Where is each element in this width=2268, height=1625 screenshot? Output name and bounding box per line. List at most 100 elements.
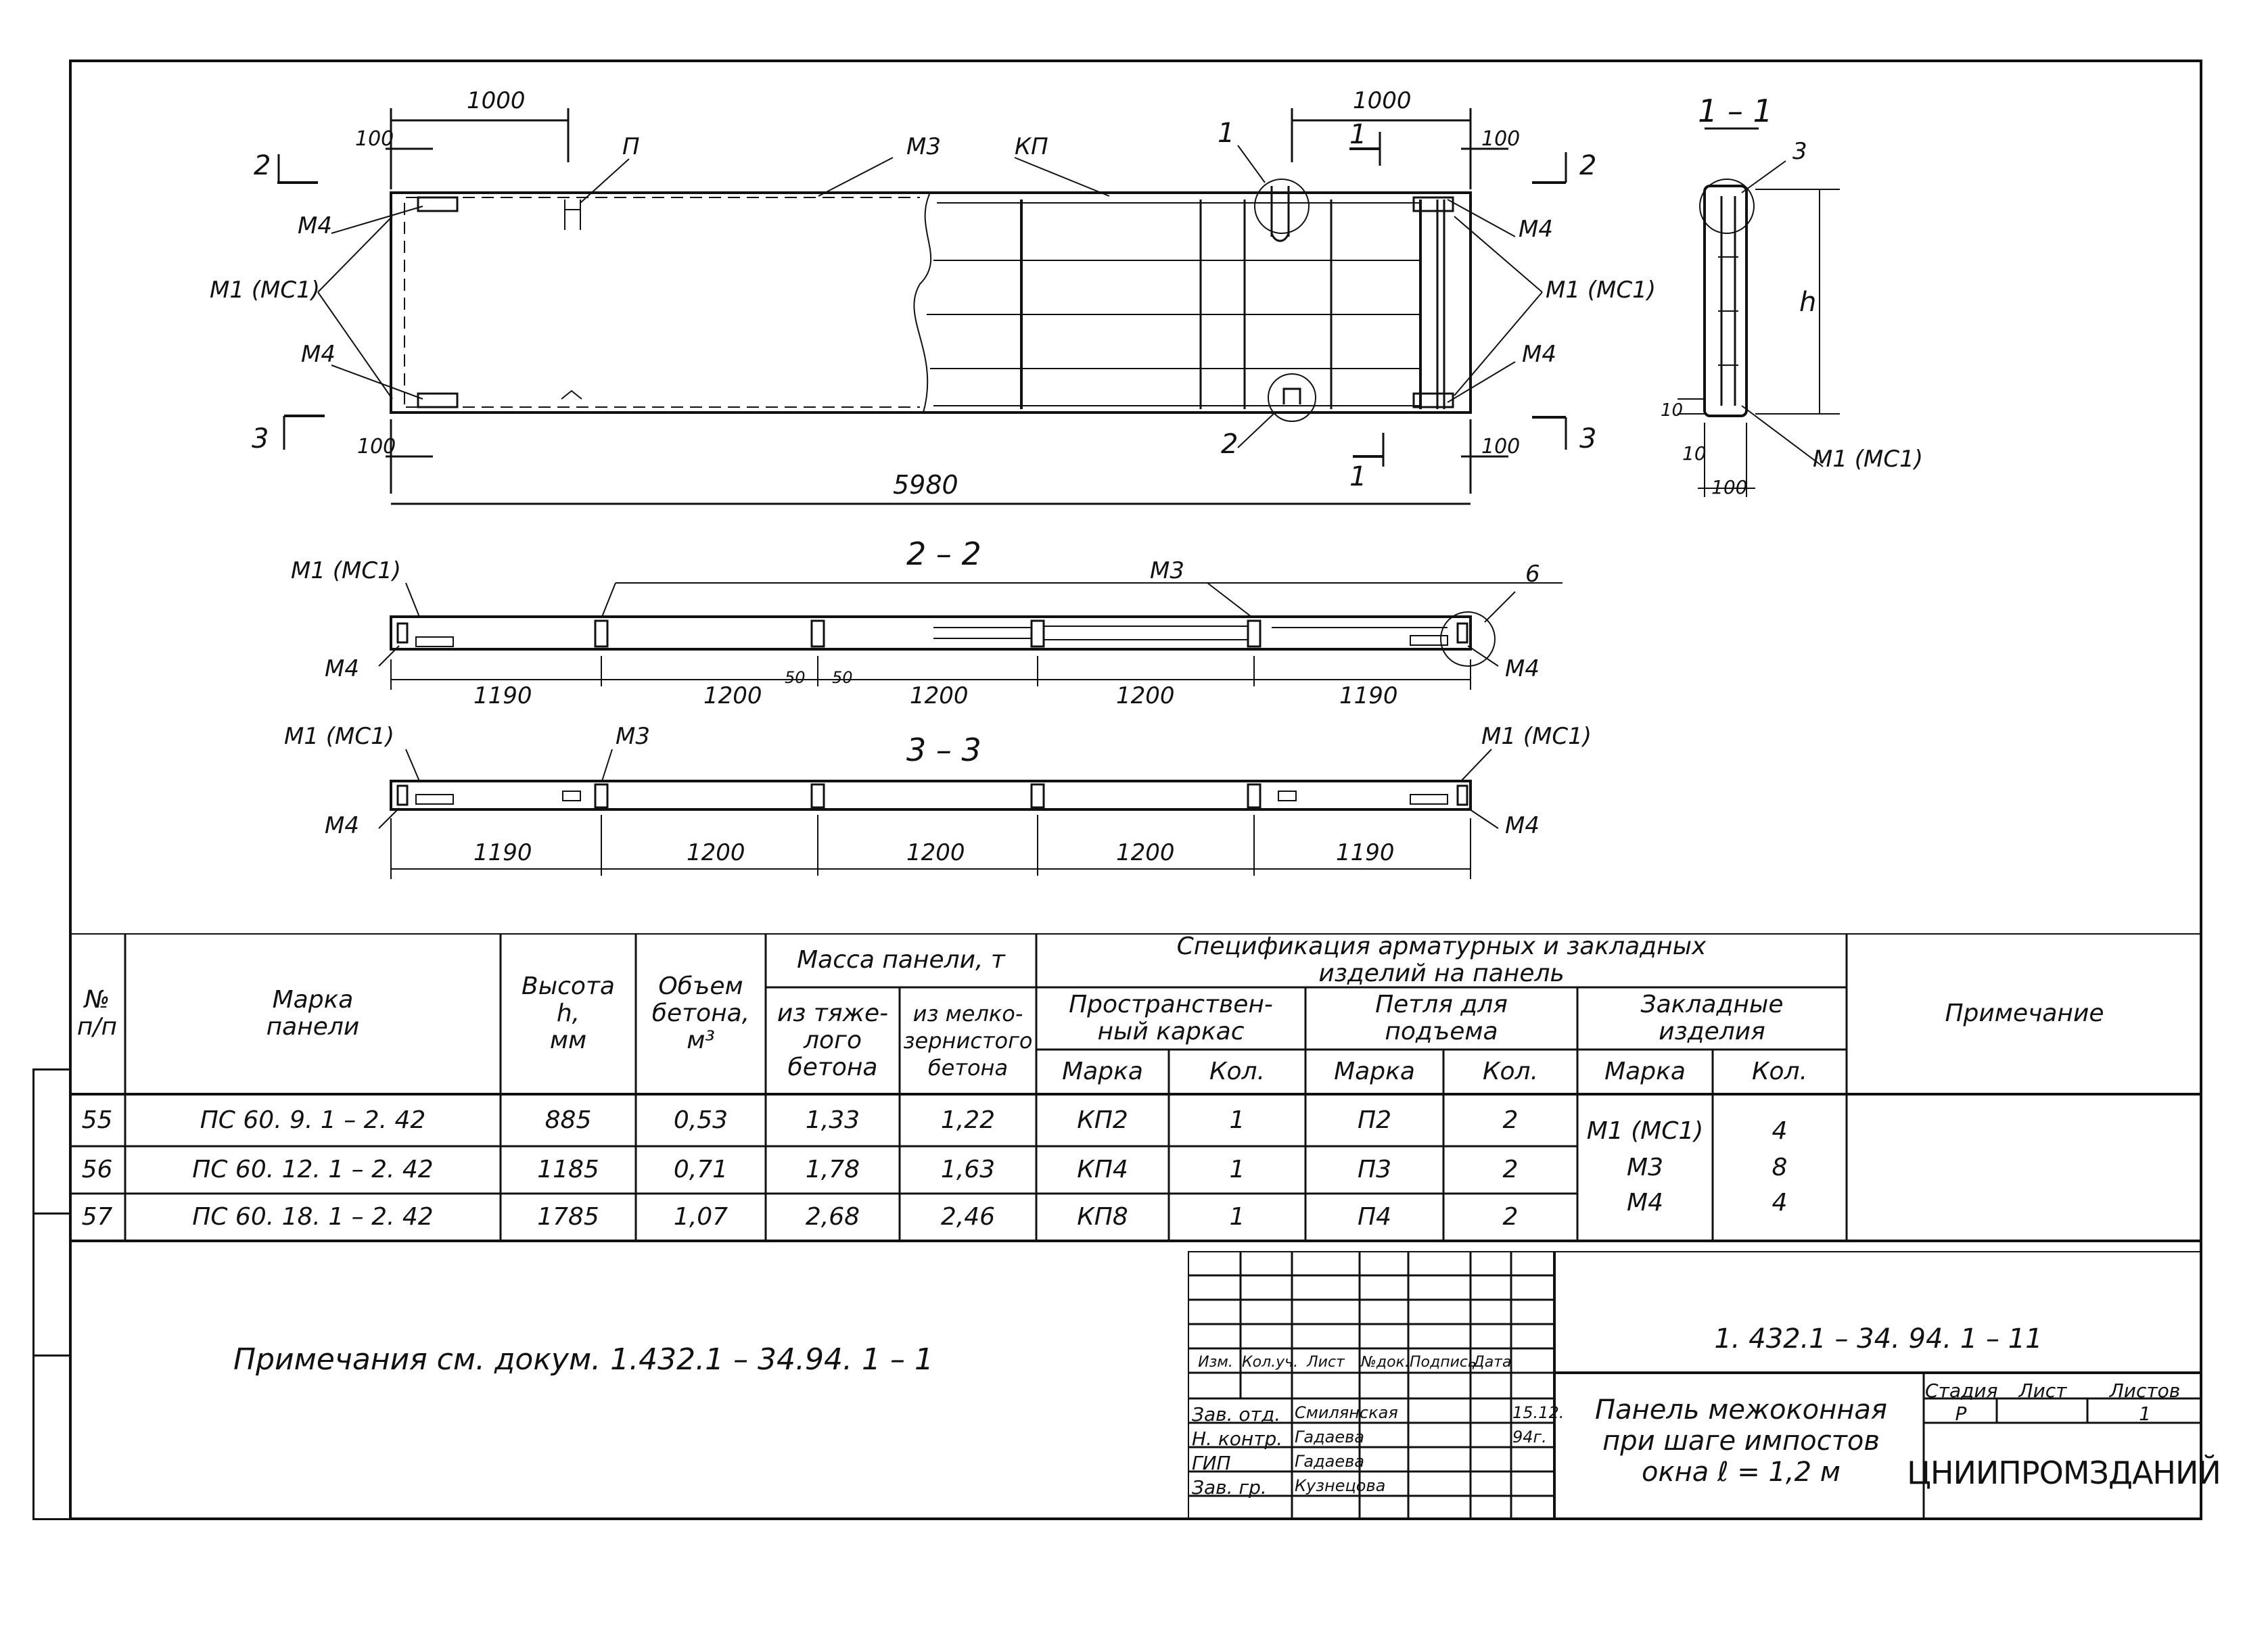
row-55-loop-qty: 2 — [1502, 1106, 1519, 1134]
row-57-volume: 1,07 — [673, 1203, 728, 1231]
row-57-frame: КП8 — [1077, 1203, 1128, 1231]
embedded-mark-m3: М3 — [1627, 1154, 1663, 1181]
row-57-frame-qty: 1 — [1229, 1203, 1245, 1231]
header-loop: Петля для подъема — [1375, 991, 1508, 1045]
section-2-2-label-m3: М3 — [1150, 557, 1184, 584]
specification-table: № п/п Марка панели Высота h, мм Объем бе… — [69, 933, 2202, 1251]
section-2-2-label-m4-right: М4 — [1505, 655, 1540, 682]
tb-date-2: 94г. — [1512, 1428, 1547, 1446]
tb-stage-label: Стадия — [1925, 1380, 1998, 1402]
header-embedded: Закладные изделия — [1640, 991, 1784, 1045]
plan-section-mark-2-left: 2 — [254, 150, 271, 181]
plan-callout-2: 2 — [1221, 429, 1238, 460]
tb-sheets-label: Листов — [2109, 1380, 2181, 1402]
header-mass: Масса панели, т — [797, 946, 1005, 974]
header-loop-mark: Марка — [1334, 1058, 1415, 1085]
tb-sheets: 1 — [2139, 1403, 2151, 1425]
tb-role-n-kontr: Н. контр. — [1192, 1428, 1283, 1450]
reference-note: Примечания см. докум. 1.432.1 – 34.94. 1… — [233, 1342, 933, 1377]
section-2-2-dim-2: 1200 — [703, 682, 762, 709]
row-55-volume: 0,53 — [673, 1106, 728, 1134]
section-2-2-dim-1: 1190 — [473, 682, 532, 709]
row-56-mark: ПС 60. 12. 1 – 2. 42 — [192, 1156, 434, 1183]
row-57-height: 1785 — [537, 1203, 599, 1231]
spec-table-grid — [69, 933, 2202, 1242]
row-55-height: 885 — [545, 1106, 592, 1134]
row-55-num: 55 — [81, 1106, 113, 1134]
section-3-3-label-m4-left: М4 — [325, 812, 359, 839]
section-2-2-small-2: 50 — [832, 668, 853, 687]
row-57-num: 57 — [81, 1203, 113, 1231]
section-3-3-title: 3 – 3 — [906, 732, 981, 768]
plan-label-loop: П — [622, 133, 640, 160]
row-57-mass-fine: 2,46 — [940, 1203, 996, 1231]
header-mass-fine: из мелко- зернистого бетона — [903, 1001, 1033, 1081]
tb-date-1: 15.12. — [1512, 1403, 1565, 1422]
row-57-loop: П4 — [1358, 1203, 1391, 1231]
section-2-2-callout-6: 6 — [1525, 561, 1540, 588]
plan-label-m4-1: М4 — [298, 212, 332, 239]
section-2-2-title: 2 – 2 — [906, 536, 981, 572]
header-frame: Пространствен- ный каркас — [1069, 991, 1273, 1045]
embedded-mark-m1: М1 (МС1) — [1586, 1117, 1704, 1145]
plan-dim-edge-3: 100 — [1481, 127, 1520, 151]
plan-label-m4-4: М4 — [1522, 341, 1556, 368]
section-1-1-dim-10: 10 — [1682, 442, 1707, 465]
embedded-qty-m3: 8 — [1772, 1154, 1788, 1181]
drawing-frame — [69, 60, 2202, 1520]
tb-name-4: Кузнецова — [1295, 1476, 1386, 1495]
row-56-loop: П3 — [1358, 1156, 1391, 1183]
section-2-2-label-m4-left: М4 — [325, 655, 359, 682]
header-embedded-qty: Кол. — [1751, 1058, 1808, 1085]
tb-col-list: Лист — [1307, 1354, 1345, 1371]
row-56-frame-qty: 1 — [1229, 1156, 1245, 1183]
row-56-height: 1185 — [537, 1156, 599, 1183]
tb-col-ndok: №док. — [1361, 1354, 1410, 1371]
header-height: Высота h, мм — [522, 972, 615, 1054]
section-2-2-label-m1: М1 (МС1) — [291, 557, 401, 584]
section-1-1-dim-100: 100 — [1711, 476, 1747, 498]
tb-col-izm: Изм. — [1198, 1354, 1233, 1371]
section-3-3-label-m1-left: М1 (МС1) — [284, 723, 394, 750]
section-2-2-dim-4: 1200 — [1116, 682, 1175, 709]
header-frame-mark: Марка — [1062, 1058, 1143, 1085]
section-3-3-dim-2: 1200 — [687, 839, 745, 866]
tb-role-gip: ГИП — [1192, 1452, 1231, 1474]
header-num: № п/п — [76, 986, 118, 1041]
plan-dim-edge-2: 100 — [357, 435, 396, 458]
tb-stage: Р — [1955, 1403, 1967, 1425]
section-3-3-label-m4-right: М4 — [1505, 812, 1540, 839]
section-3-3-label-m3: М3 — [616, 723, 650, 750]
plan-callout-1: 1 — [1218, 118, 1234, 149]
section-1-1-dim-10-vert: 10 — [1661, 400, 1683, 421]
section-3-3-label-m1-right: М1 (МС1) — [1481, 723, 1592, 750]
embedded-mark-m4: М4 — [1627, 1189, 1663, 1217]
plan-section-mark-1-bottom: 1 — [1349, 461, 1366, 492]
panel-drawing: 1000 1000 100 100 100 100 5980 2 3 2 3 1… — [210, 87, 1923, 879]
plan-dim-edge-1: 100 — [355, 127, 394, 151]
row-57-mark: ПС 60. 18. 1 – 2. 42 — [192, 1203, 434, 1231]
row-55-loop: П2 — [1358, 1106, 1391, 1134]
tb-title: Панель межоконная при шаге импостов окна… — [1594, 1394, 1887, 1488]
tb-organization: ЦНИИПРОМЗДАНИЙ — [1907, 1455, 2221, 1491]
tb-doc-code: 1. 432.1 – 34. 94. 1 – 11 — [1714, 1323, 2043, 1355]
row-55-frame-qty: 1 — [1229, 1106, 1245, 1134]
embedded-qty-m1: 4 — [1772, 1117, 1788, 1145]
header-volume: Объем бетона, м³ — [651, 972, 750, 1054]
row-57-mass-heavy: 2,68 — [805, 1203, 860, 1231]
tb-role-zav-otd: Зав. отд. — [1192, 1403, 1281, 1426]
section-1-1-h: h — [1799, 287, 1816, 318]
plan-label-m1-right: М1 (МС1) — [1546, 277, 1656, 304]
row-56-num: 56 — [81, 1156, 113, 1183]
section-3-3-dim-5: 1190 — [1336, 839, 1395, 866]
row-55-mark: ПС 60. 9. 1 – 2. 42 — [200, 1106, 426, 1134]
header-mass-heavy: из тяже- лого бетона — [777, 999, 889, 1081]
section-3-3-dim-4: 1200 — [1116, 839, 1175, 866]
row-56-volume: 0,71 — [673, 1156, 728, 1183]
tb-col-data: Дата — [1473, 1354, 1512, 1371]
section-2-2-dim-3: 1200 — [910, 682, 969, 709]
row-56-mass-heavy: 1,78 — [805, 1156, 860, 1183]
row-56-mass-fine: 1,63 — [940, 1156, 996, 1183]
plan-label-m1-left: М1 (МС1) — [210, 277, 320, 304]
section-3-3-dim-1: 1190 — [473, 839, 532, 866]
